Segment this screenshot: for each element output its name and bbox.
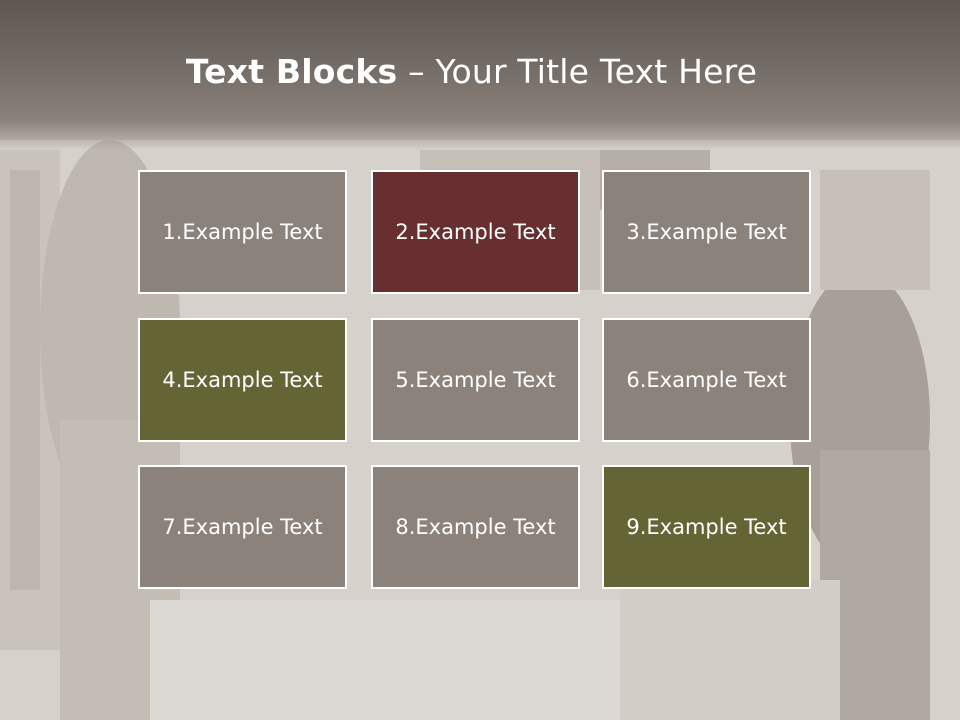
text-block-5[interactable]: 5.Example Text	[371, 318, 580, 442]
text-block-6[interactable]: 6.Example Text	[602, 318, 811, 442]
title-separator: –	[397, 52, 436, 91]
text-block-8[interactable]: 8.Example Text	[371, 465, 580, 589]
text-block-label: 8.Example Text	[395, 515, 556, 539]
text-block-label: 5.Example Text	[395, 368, 556, 392]
text-block-4[interactable]: 4.Example Text	[138, 318, 347, 442]
text-block-label: 6.Example Text	[626, 368, 787, 392]
text-block-grid: 1.Example Text 2.Example Text 3.Example …	[138, 170, 815, 594]
slide-title: Text Blocks – Your Title Text Here	[0, 52, 943, 91]
text-block-label: 4.Example Text	[162, 368, 323, 392]
text-block-label: 2.Example Text	[395, 220, 556, 244]
text-block-1[interactable]: 1.Example Text	[138, 170, 347, 294]
text-block-3[interactable]: 3.Example Text	[602, 170, 811, 294]
text-block-7[interactable]: 7.Example Text	[138, 465, 347, 589]
text-block-2[interactable]: 2.Example Text	[371, 170, 580, 294]
text-block-label: 1.Example Text	[162, 220, 323, 244]
title-bar	[0, 0, 960, 150]
text-block-label: 3.Example Text	[626, 220, 787, 244]
text-block-label: 9.Example Text	[626, 515, 787, 539]
text-block-9[interactable]: 9.Example Text	[602, 465, 811, 589]
title-bold: Text Blocks	[185, 52, 398, 91]
text-block-label: 7.Example Text	[162, 515, 323, 539]
title-rest: Your Title Text Here	[435, 52, 758, 91]
